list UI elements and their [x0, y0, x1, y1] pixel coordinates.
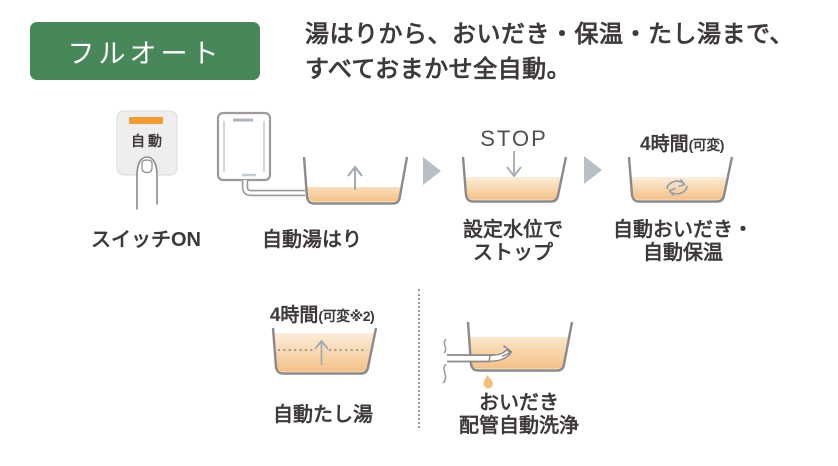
finger-icon [136, 156, 158, 210]
auto-switch-icon: 自動 [116, 110, 178, 210]
switch-button-label: 自動 [131, 133, 165, 149]
wall-break-squiggle-icon [442, 338, 447, 384]
step4-label-line1: 自動おいだき・ [613, 219, 753, 241]
stop-annotation: STOP [480, 126, 548, 151]
full-auto-badge: フルオート [30, 22, 260, 80]
stop-down-arrow-icon [506, 151, 522, 178]
water-heater-unit-icon [216, 111, 272, 182]
duration-note: (可変※2) [318, 308, 375, 324]
tub-stop-icon [461, 151, 568, 203]
header-line2: すべておまかせ全自動。 [305, 56, 572, 83]
pipe-icon [241, 180, 305, 197]
clean-pipe-icon [447, 344, 513, 363]
step1-label: スイッチON [91, 229, 201, 251]
flow-arrow-icon [423, 157, 441, 185]
tub-add-water-icon [271, 327, 378, 375]
water-rising-arrow-icon [347, 165, 363, 190]
water-drop-icon [483, 375, 493, 389]
step6-label: おいだき 配管自動洗浄 [459, 392, 579, 438]
switch-indicator-light [129, 117, 163, 124]
step6-label-line1: おいだき [479, 392, 559, 414]
step3-label: 設定水位で ストップ [463, 219, 563, 265]
step2-label: 自動湯はり [262, 229, 362, 251]
step4-label-line2: 自動保温 [643, 242, 723, 264]
step3-label-line1: 設定水位で [463, 219, 563, 241]
duration-value: 4時間 [269, 305, 319, 326]
step5-label: 自動たし湯 [273, 404, 373, 426]
header-line1: 湯はりから、おいだき・保温・たし湯まで、 [305, 21, 795, 48]
tub-reheat-icon [627, 156, 734, 203]
duration-note: (可変) [688, 137, 725, 153]
step4-duration: 4時間(可変) [640, 129, 724, 156]
tub-pipe-clean-icon [442, 321, 574, 389]
water-rising-arrow-icon [314, 339, 329, 365]
recirculate-arrows-icon [666, 178, 688, 197]
flow-arrow-icon [584, 156, 602, 184]
step5-duration: 4時間(可変※2) [269, 300, 375, 327]
bathtub-filling-icon [302, 156, 409, 205]
step3-label-line2: ストップ [473, 242, 553, 264]
header-description: 湯はりから、おいだき・保温・たし湯まで、 すべておまかせ全自動。 [305, 17, 794, 87]
duration-value: 4時間 [640, 134, 689, 155]
step6-label-line2: 配管自動洗浄 [459, 415, 579, 437]
step4-label: 自動おいだき・ 自動保温 [613, 219, 753, 265]
dotted-divider [418, 289, 420, 428]
heater-and-tub-icon [216, 111, 409, 205]
